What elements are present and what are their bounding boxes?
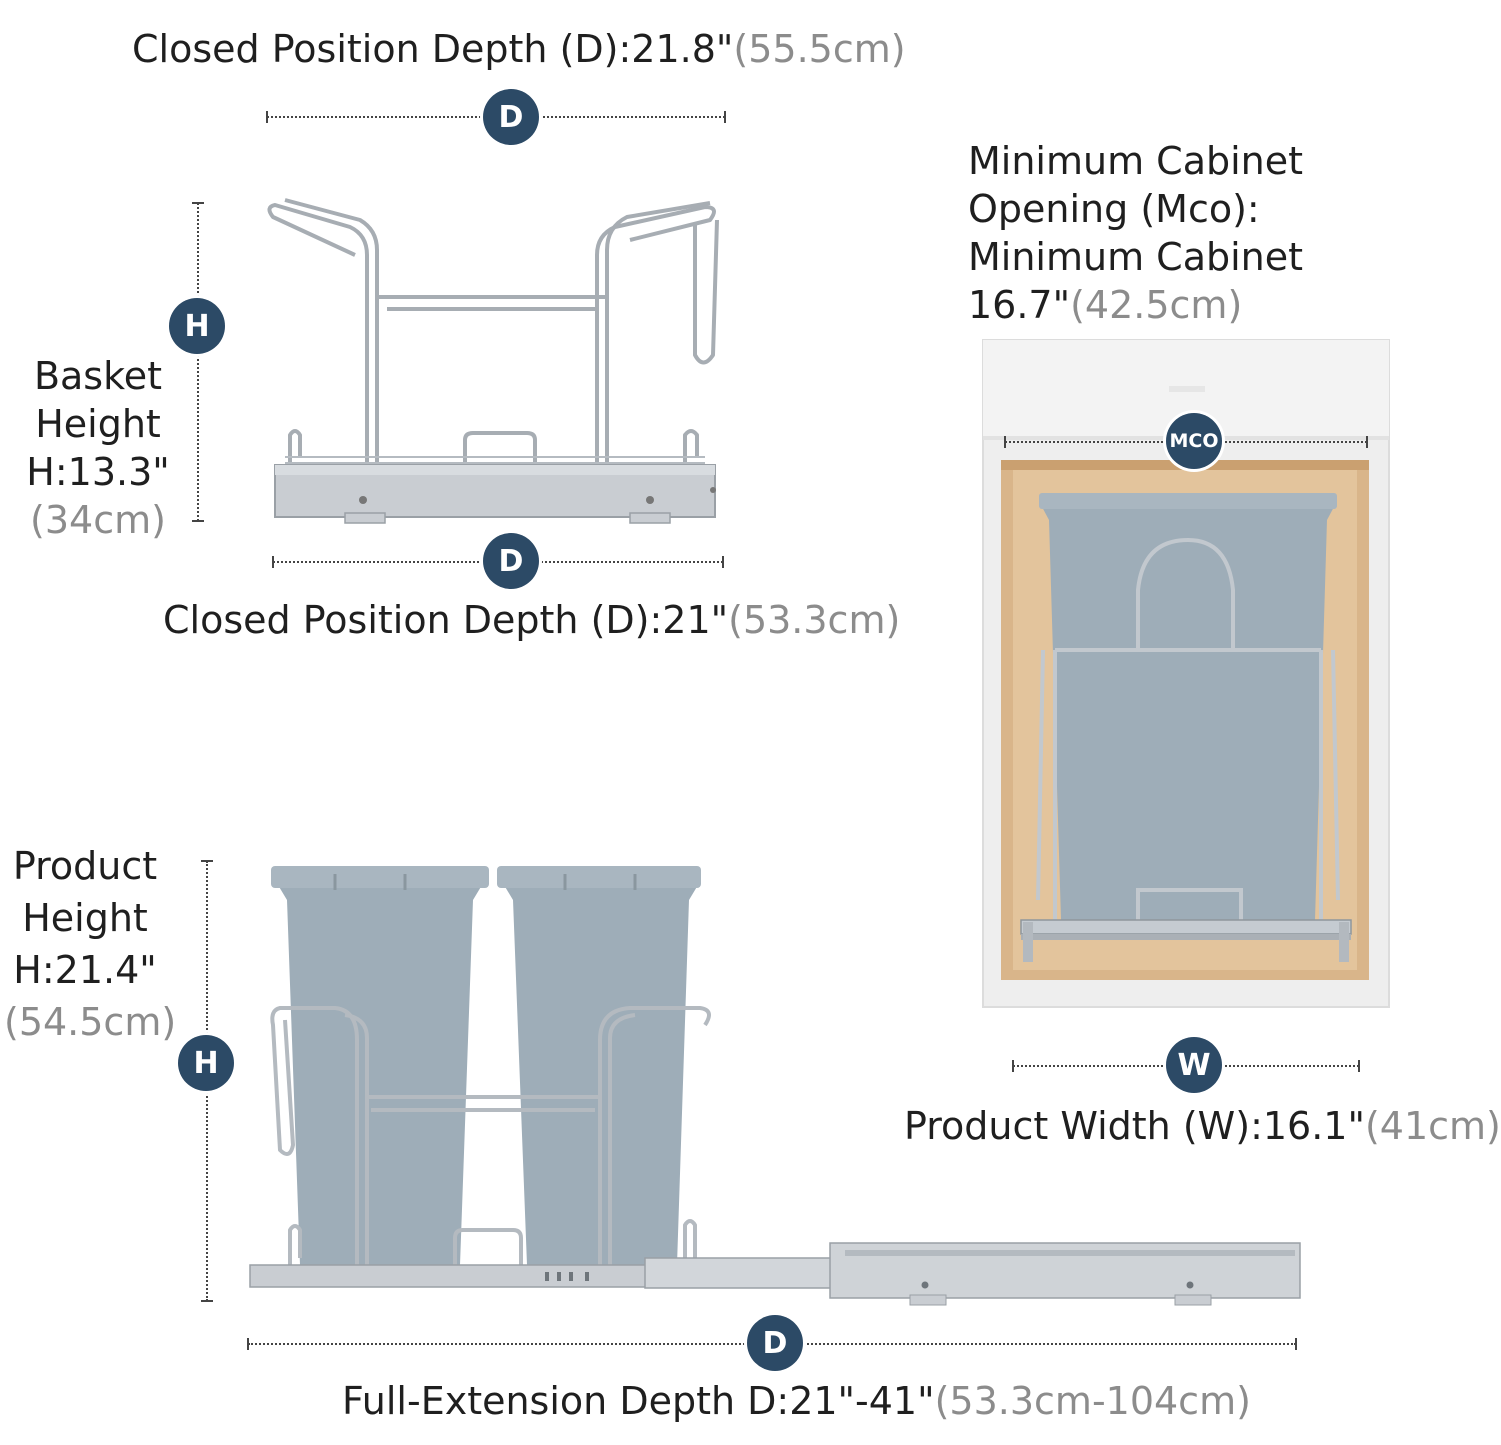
full-extension-label: Full-Extension Depth D:21"-41"(53.3cm-10…: [342, 1378, 1251, 1426]
product-width-label: Product Width (W):16.1"(41cm): [904, 1103, 1501, 1151]
full-extension-text: Full-Extension Depth D:21"-41": [342, 1379, 935, 1423]
full-extension-badge: D: [747, 1315, 803, 1371]
product-height-badge: H: [178, 1035, 234, 1091]
cabinet-line-3: Minimum Cabinet: [968, 235, 1304, 279]
cabinet-value: 16.7": [968, 283, 1071, 327]
basket-depth-metric: (53.3cm): [728, 598, 901, 642]
cabinet-value-metric: (42.5cm): [1070, 283, 1243, 327]
cabinet-line-2: Opening (Mco):: [968, 187, 1260, 231]
product-height-line-3: H:21.4": [13, 948, 157, 992]
top-depth-text: Closed Position Depth (D):21.8": [132, 27, 734, 71]
product-height-line-1: Product: [12, 844, 158, 888]
product-width-badge: W: [1166, 1037, 1222, 1093]
basket-height-line-3: H:13.3": [26, 450, 170, 494]
top-depth-label: Closed Position Depth (D):21.8"(55.5cm): [132, 26, 906, 74]
top-depth-metric: (55.5cm): [733, 27, 906, 71]
basket-height-line-1: Basket: [33, 354, 163, 398]
basket-height-badge: H: [169, 298, 225, 354]
product-width-text: Product Width (W):16.1": [904, 1104, 1365, 1148]
cabinet-line-1: Minimum Cabinet: [968, 139, 1304, 183]
full-extension-metric: (53.3cm-104cm): [934, 1379, 1251, 1423]
basket-depth-badge: D: [483, 533, 539, 589]
basket-illustration: [267, 198, 719, 524]
basket-height-dimension-line: [192, 202, 204, 522]
basket-depth-text: Closed Position Depth (D):21": [163, 598, 729, 642]
basket-height-line-2: Height: [35, 402, 161, 446]
basket-depth-label: Closed Position Depth (D):21"(53.3cm): [163, 597, 900, 645]
cabinet-opening-label: Minimum Cabinet Opening (Mco): Minimum C…: [968, 137, 1303, 329]
cabinet-opening-badge: MCO: [1166, 413, 1222, 469]
product-height-label: Product Height H:21.4" (54.5cm): [4, 840, 177, 1048]
basket-height-label: Basket Height H:13.3" (34cm): [18, 352, 178, 544]
top-depth-badge: D: [483, 89, 539, 145]
basket-height-metric: (34cm): [30, 498, 166, 542]
product-height-line-2: Height: [22, 896, 148, 940]
product-illustration: [249, 866, 1301, 1306]
product-height-metric: (54.5cm): [4, 1000, 177, 1044]
product-width-metric: (41cm): [1364, 1104, 1501, 1148]
